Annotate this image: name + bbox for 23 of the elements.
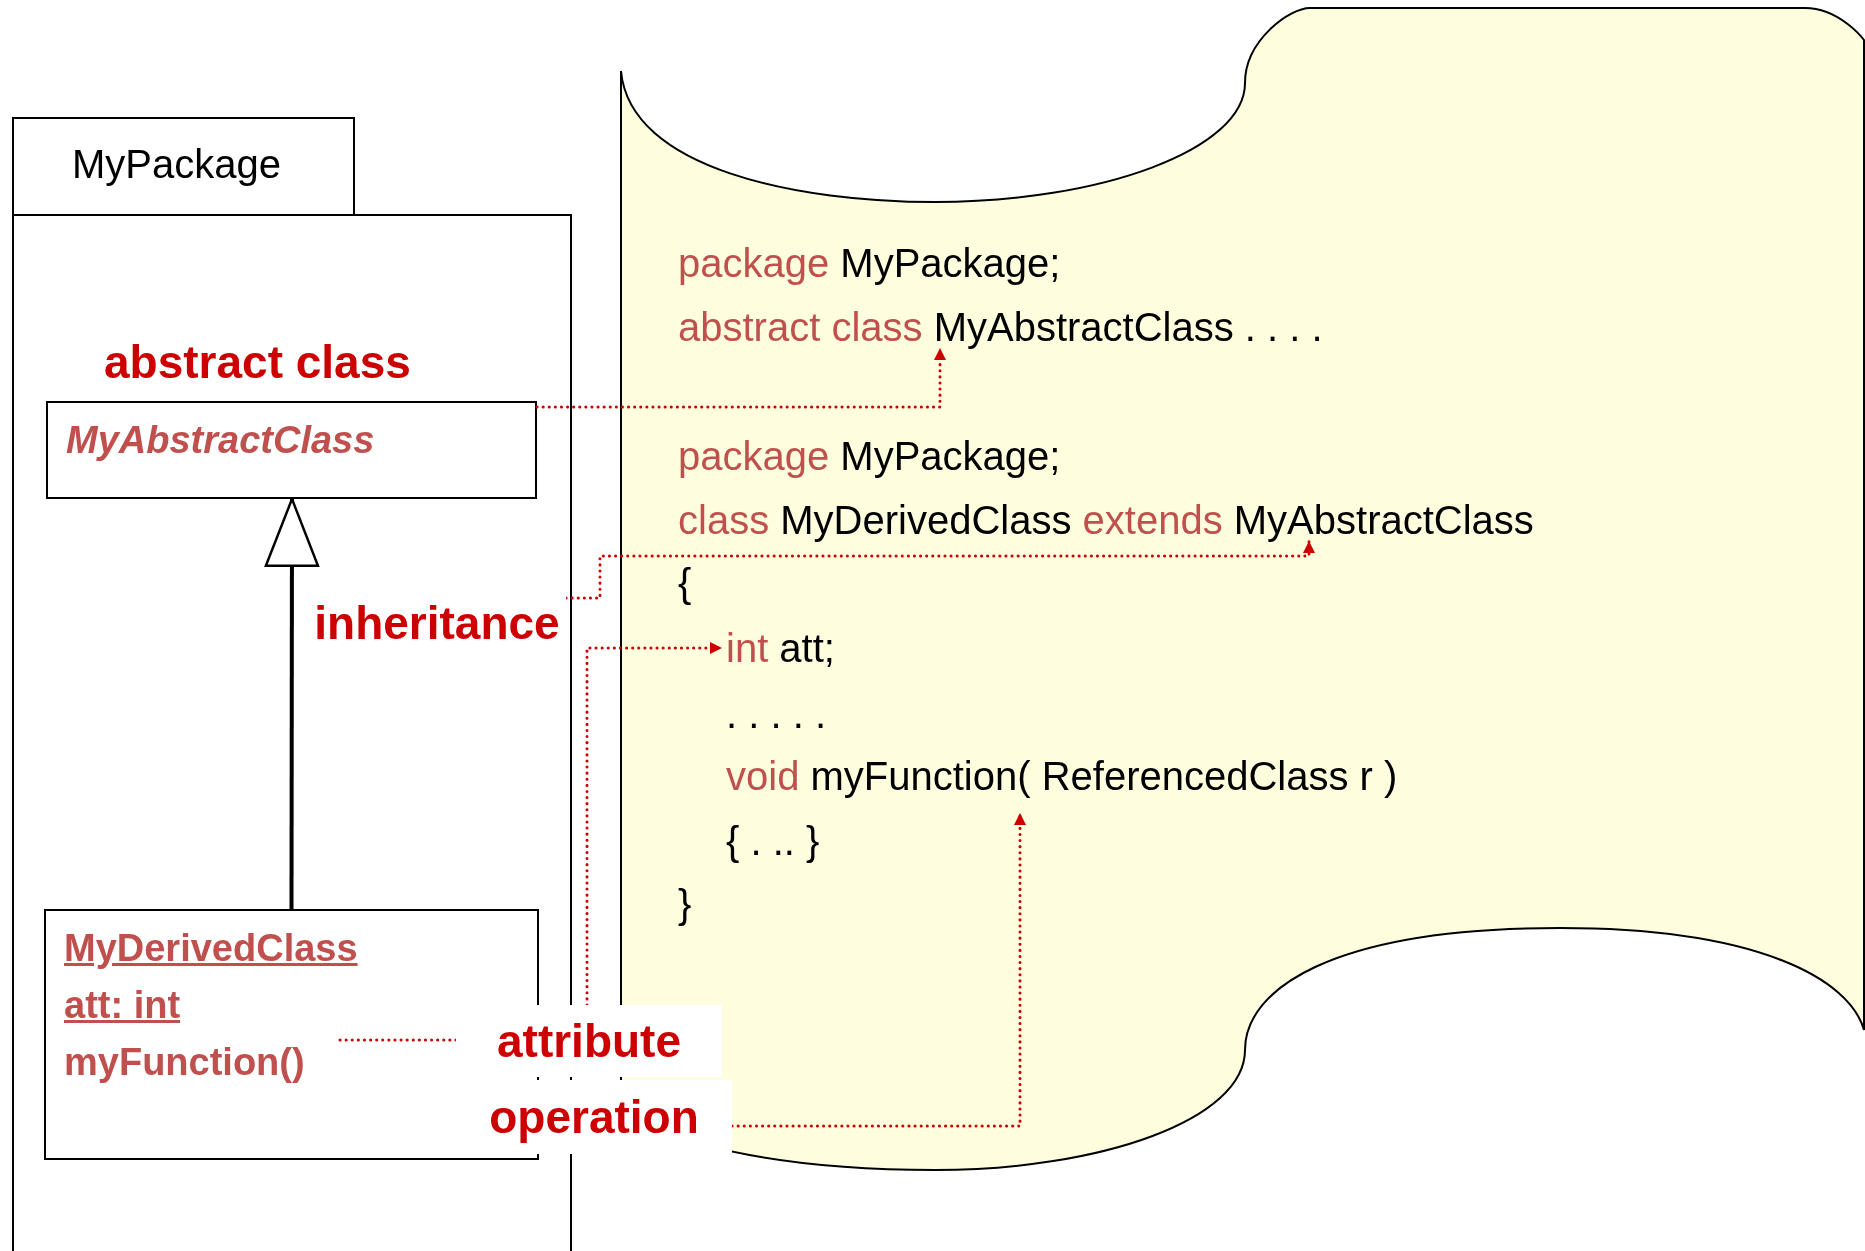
code-line: void myFunction( ReferencedClass r ) [726,756,1398,796]
code-line: class MyDerivedClass extends MyAbstractClass [678,500,1534,540]
class-name: MyDerivedClass [64,927,358,970]
leader-line [535,346,946,409]
code-line: package MyPackage; [678,243,1061,283]
package-name: MyPackage [72,142,281,187]
leader-line [730,811,1026,1128]
class-name: MyAbstractClass [66,419,375,462]
code-line: { . .. } [726,821,820,861]
code-line: } [678,884,692,924]
code-line: . . . . . [726,694,827,734]
leader-line [564,539,1315,600]
leader-line [585,642,724,1007]
annotation-label: attribute [456,1005,722,1077]
code-line: int att; [726,628,835,668]
attribute-entry: att: int [64,984,181,1027]
annotation-label: abstract class [104,335,411,389]
operation-entry: myFunction() [64,1041,305,1084]
generalization-arrow [264,497,320,909]
code-line: { [678,563,692,603]
code-line: package MyPackage; [678,436,1061,476]
class-box [46,401,537,499]
code-line: abstract class MyAbstractClass . . . . [678,307,1323,347]
